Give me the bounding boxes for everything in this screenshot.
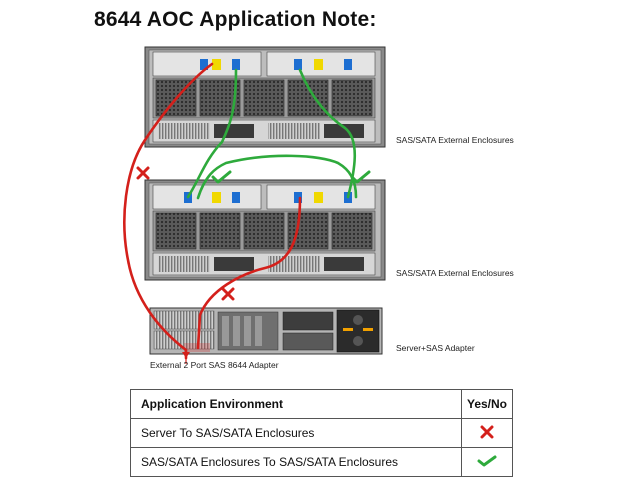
row-environment: Server To SAS/SATA Enclosures: [130, 418, 462, 448]
fan-module: [199, 212, 241, 250]
header-environment: Application Environment: [130, 389, 462, 419]
title-colon: :: [369, 8, 377, 31]
sas-port-blue: [294, 59, 302, 70]
psu-vents: [158, 123, 210, 139]
psu-vents: [268, 123, 320, 139]
check-icon: [350, 170, 371, 184]
table-row: SAS/SATA Enclosures To SAS/SATA Enclosur…: [130, 447, 513, 477]
fan-module: [331, 79, 373, 117]
title-text: 8644 AOC Application Note: [94, 8, 370, 31]
check-icon: [211, 170, 232, 184]
sas-port-blue: [232, 59, 240, 70]
row-environment: SAS/SATA Enclosures To SAS/SATA Enclosur…: [130, 447, 462, 477]
cross-icon: [221, 287, 235, 301]
cabling-diagram: [123, 46, 386, 364]
sas-port-blue: [232, 192, 240, 203]
io-module-left: [152, 184, 262, 210]
fan-module: [331, 212, 373, 250]
sas-port-yellow: [212, 192, 221, 203]
psu-socket: [324, 124, 364, 138]
green-cables: [186, 68, 358, 200]
label-enclosure-middle: SAS/SATA External Enclosures: [396, 268, 514, 278]
page-title: 8644 AOC Application Note:: [94, 8, 377, 32]
cross-icon: [136, 166, 150, 180]
sas-port-blue: [344, 59, 352, 70]
table-header-row: Application Environment Yes/No: [130, 389, 513, 419]
red-cables: [123, 62, 302, 360]
row-status: [461, 447, 513, 477]
label-server: Server+SAS Adapter: [396, 343, 475, 353]
enclosure-top: [144, 46, 386, 148]
check-icon: [477, 455, 497, 466]
sas-port-yellow: [212, 59, 221, 70]
psu-socket: [324, 257, 364, 271]
fan-module: [155, 212, 197, 250]
sas-port-yellow: [314, 192, 323, 203]
sas-port-yellow: [314, 59, 323, 70]
sas-port-blue: [294, 192, 302, 203]
fan-module: [243, 212, 285, 250]
psu-socket: [214, 257, 254, 271]
application-table: Application Environment Yes/No Server To…: [130, 389, 513, 477]
header-yes-no: Yes/No: [461, 389, 513, 419]
sas-port-blue: [200, 59, 208, 70]
psu-socket: [214, 124, 254, 138]
cable-arrow: [182, 352, 190, 358]
table-row: Server To SAS/SATA Enclosures: [130, 418, 513, 448]
fan-module: [243, 79, 285, 117]
server-chassis: [149, 307, 383, 355]
row-status: [461, 418, 513, 448]
label-enclosure-top: SAS/SATA External Enclosures: [396, 135, 514, 145]
psu-vents: [158, 256, 210, 272]
label-adapter: External 2 Port SAS 8644 Adapter: [150, 360, 279, 370]
cross-icon: [480, 425, 494, 438]
